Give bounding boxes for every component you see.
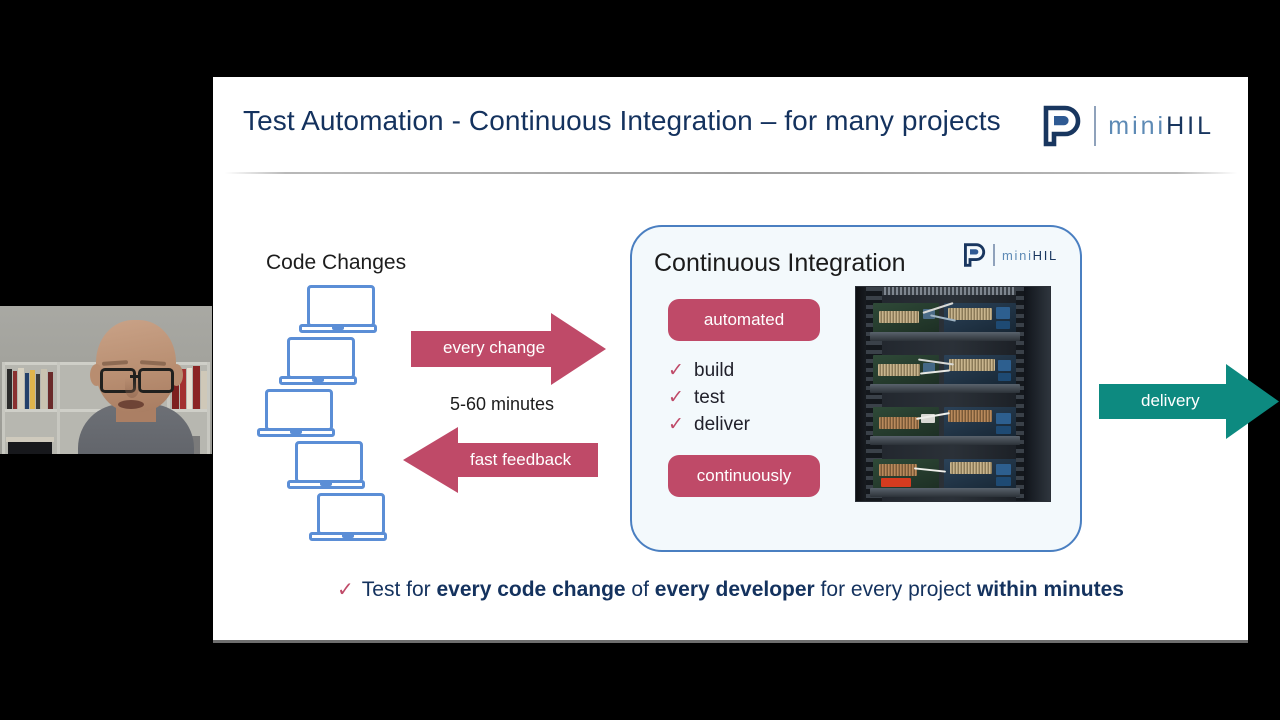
speaker-portrait <box>78 320 194 458</box>
laptop-icon <box>309 493 387 541</box>
ci-step-label: test <box>694 386 725 408</box>
slide-title: Test Automation - Continuous Integration… <box>243 105 1001 136</box>
footer-text-3: for every project <box>814 578 977 601</box>
check-icon: ✓ <box>668 387 684 408</box>
every-change-label: every change <box>443 338 546 357</box>
glasses-bridge <box>130 375 138 378</box>
laptop-icon <box>299 285 377 333</box>
footer-bold-3: within minutes <box>976 578 1124 601</box>
delivery-arrow: delivery <box>1099 364 1279 444</box>
books-left <box>6 365 56 409</box>
objects-shelf-lower-left <box>6 420 56 458</box>
laptop-icon <box>287 441 365 489</box>
check-icon: ✓ <box>668 360 684 381</box>
ci-step-label: deliver <box>694 413 750 435</box>
ci-step-label: build <box>694 359 735 381</box>
ear-left <box>90 364 103 386</box>
every-change-arrow: every change <box>411 313 606 390</box>
footer-text-1: Test for <box>361 578 437 601</box>
fast-feedback-arrow: fast feedback <box>403 427 598 498</box>
slide-footer-statement: ✓ Test for every code change of every dev… <box>213 577 1248 602</box>
delivery-label: delivery <box>1141 391 1200 410</box>
duration-label: 5-60 minutes <box>450 394 555 414</box>
fast-feedback-label: fast feedback <box>470 450 572 469</box>
footer-text-2: of <box>625 578 655 601</box>
footer-bold-1: every code change <box>436 578 626 601</box>
nose <box>125 378 139 398</box>
logo-divider <box>993 244 996 266</box>
p-mark-icon <box>964 243 986 267</box>
laptop-icon <box>279 337 357 385</box>
code-changes-heading: Code Changes <box>266 251 407 274</box>
mouth <box>118 400 144 409</box>
logo-word-hil: HIL <box>1166 111 1214 140</box>
logo-word-mini: mini <box>1002 247 1033 263</box>
header-divider <box>225 172 1237 174</box>
laptop-stack <box>253 285 423 543</box>
logo-word-mini: mini <box>1108 111 1167 140</box>
webcam-letterbox-bottom <box>0 454 212 458</box>
laptop-icon <box>257 389 335 437</box>
ci-steps-list: ✓ build ✓ test ✓ deliver <box>668 357 750 438</box>
glasses-lens-right <box>138 368 174 393</box>
footer-bold-2: every developer <box>654 578 815 601</box>
automated-badge: automated <box>668 299 820 341</box>
server-rack-photo <box>855 286 1051 502</box>
p-mark-icon <box>1043 105 1081 147</box>
presentation-slide[interactable]: Test Automation - Continuous Integration… <box>213 77 1279 640</box>
logo-word-hil: HIL <box>1032 247 1058 263</box>
webcam-letterbox-top <box>0 300 212 306</box>
continuously-badge: continuously <box>668 455 820 497</box>
speaker-head <box>96 320 176 412</box>
list-item: ✓ build <box>668 357 750 384</box>
books-right-top <box>171 365 210 409</box>
ci-box-title: Continuous Integration <box>654 249 906 277</box>
check-icon: ✓ <box>668 414 684 435</box>
list-item: ✓ test <box>668 384 750 411</box>
list-item: ✓ deliver <box>668 411 750 438</box>
check-icon: ✓ <box>337 579 354 601</box>
logo-divider <box>1094 106 1097 146</box>
speaker-video-feed[interactable] <box>0 300 212 458</box>
slide-header: Test Automation - Continuous Integration… <box>213 77 1248 174</box>
